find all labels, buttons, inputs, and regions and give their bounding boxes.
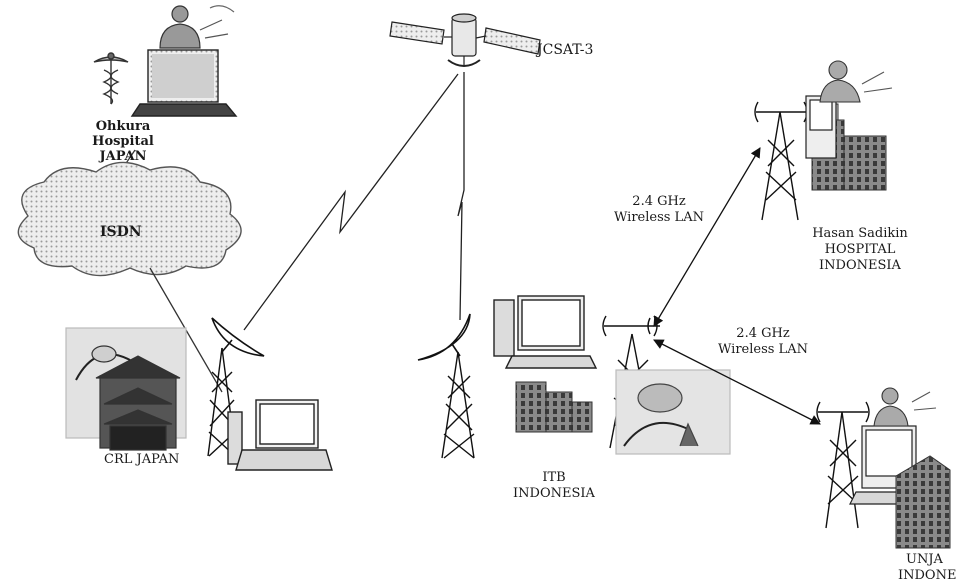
hasan-label-line3: INDONESIA: [790, 258, 930, 274]
crl-satellite-uplink: [244, 74, 458, 330]
ohkura-label-line1: Ohkura: [78, 119, 168, 135]
ohkura-laptop-icon: [132, 50, 236, 116]
itb-dish-icon: [418, 314, 470, 360]
hasan-label-line1: Hasan Sadikin: [790, 226, 930, 242]
wlan-link-hasan: [654, 148, 760, 326]
link2-type-label: Wireless LAN: [708, 342, 818, 358]
itb-satellite-downlink: [458, 72, 464, 320]
hasan-computer-icon: [806, 96, 836, 158]
ohkura-label-line2: Hospital: [78, 134, 168, 150]
satellite-icon: [390, 14, 540, 66]
itb-computer-icon: [494, 296, 596, 368]
crl-computer-icon: [228, 400, 332, 470]
unjani-label-line2: INDONE: [898, 568, 956, 584]
link2-freq-label: 2.4 GHz: [708, 326, 818, 342]
unjani-doctor-icon: [874, 388, 936, 426]
satellite-label: JCSAT-3: [537, 42, 593, 58]
isdn-cloud: [18, 162, 241, 275]
hasan-doctor-icon: [820, 61, 892, 102]
unjani-label-line1: UNJA: [906, 552, 943, 568]
itb-label-line2: INDONESIA: [494, 486, 614, 502]
crl-building-photo: [66, 328, 186, 450]
hasan-tower-icon: [755, 102, 807, 220]
isdn-label: ISDN: [100, 224, 142, 240]
crl-label: CRL JAPAN: [104, 452, 179, 468]
hasan-label-line2: HOSPITAL: [790, 242, 930, 258]
link1-type-label: Wireless LAN: [604, 210, 714, 226]
itb-label-line1: ITB: [494, 470, 614, 486]
caduceus-icon: [94, 53, 128, 104]
crl-dish-icon: [212, 318, 264, 356]
itb-satellite-dish-photo: [616, 370, 730, 454]
unjani-tower-icon: [817, 402, 869, 528]
itb-tower-icon: [442, 352, 474, 458]
link1-freq-label: 2.4 GHz: [604, 194, 714, 210]
itb-building-icon: [516, 382, 592, 432]
ohkura-label-line3: JAPAN: [78, 149, 168, 165]
doctor-figure-icon: [160, 6, 234, 48]
